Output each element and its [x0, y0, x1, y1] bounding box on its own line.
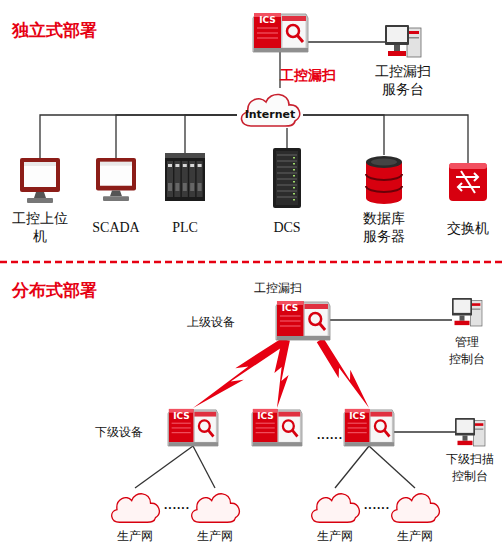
logo-text: ICS [254, 15, 281, 26]
connector-line [116, 115, 237, 158]
ellipsis-dots: ...... [317, 428, 343, 442]
section-divider [0, 261, 502, 264]
node-label: Internet [237, 108, 303, 121]
connector-line [369, 446, 415, 488]
node-label: 生产网 [100, 528, 170, 545]
node-label: DCS [252, 220, 322, 236]
connector-line [335, 446, 369, 488]
console-computer: 下级扫描 控制台 [455, 418, 485, 446]
lower-scanner-device: ICS [344, 408, 394, 446]
connector-line [303, 115, 384, 155]
node-label: 生产网 [180, 528, 250, 545]
connector-line [303, 115, 468, 163]
production-cloud: 生产网 [308, 488, 362, 524]
connector-line [308, 41, 385, 42]
section-heading: 分布式部署 [12, 279, 97, 302]
connector-line [193, 446, 215, 488]
connector-line [185, 115, 237, 153]
pc-icon [385, 25, 421, 57]
network-switch: 交换机 [449, 163, 487, 201]
connector-line [40, 115, 237, 158]
console-computer: 管理 控制台 [452, 298, 482, 326]
plc-unit: PLC [165, 153, 205, 201]
tier-label: 上级设备 [187, 314, 235, 331]
connector-line [286, 128, 287, 148]
section-heading: 独立式部署 [12, 19, 97, 42]
ellipsis-dots: ...... [164, 498, 190, 512]
internet-cloud: Internet [237, 88, 303, 128]
plc-icon [165, 153, 205, 201]
database-server: 数据库 服务器 [366, 155, 402, 205]
scada-monitor: SCADA [96, 158, 136, 202]
node-label: 生产网 [380, 528, 450, 545]
cloudp-icon [388, 488, 442, 524]
node-label: PLC [150, 220, 220, 236]
connector-line [135, 446, 193, 488]
cloudp-icon [108, 488, 162, 524]
wireless-link [274, 340, 290, 409]
upper-scanner-device: 工控漏扫ICS [276, 300, 330, 340]
cloudp-icon [308, 488, 362, 524]
db-icon [366, 155, 402, 205]
logo-text: ICS [253, 411, 278, 422]
connector-line [394, 431, 455, 432]
production-cloud: 生产网 [188, 488, 242, 524]
connector-line [330, 319, 452, 320]
wireless-link [317, 338, 369, 408]
lower-scanner-device: ICS [168, 408, 218, 446]
production-cloud: 生产网 [108, 488, 162, 524]
node-label: SCADA [81, 220, 151, 236]
node-label: 工控漏扫 服务台 [368, 63, 438, 99]
console-computer: 工控漏扫 服务台 [385, 25, 421, 57]
wireless-link [193, 337, 288, 408]
host-monitor: 工控上位 机 [20, 158, 60, 204]
logo-text: ICS [345, 411, 370, 422]
ellipsis-dots: ...... [364, 498, 390, 512]
node-label: 交换机 [433, 220, 502, 238]
monitor-icon [96, 158, 136, 202]
dcs-rack: DCS [273, 148, 301, 208]
node-label: 数据库 服务器 [349, 210, 419, 246]
logo-text: ICS [277, 303, 303, 314]
production-cloud: 生产网 [388, 488, 442, 524]
rack-icon [273, 148, 301, 208]
scanner-device: ICS工控漏扫 [253, 12, 308, 52]
node-label: 管理 控制台 [442, 334, 492, 368]
node-label: 下级扫描 控制台 [442, 451, 498, 485]
cloudp-icon [188, 488, 242, 524]
node-label: 工控上位 机 [5, 210, 75, 246]
pc-icon [455, 418, 485, 446]
monitor-icon [20, 158, 60, 204]
node-label: 工控漏扫 [280, 67, 360, 85]
pc-icon [452, 298, 482, 326]
sw-icon [449, 163, 487, 201]
logo-text: ICS [169, 411, 194, 422]
lower-scanner-device: ICS [252, 408, 302, 446]
node-label: 工控漏扫 [254, 280, 314, 297]
tier-label: 下级设备 [95, 424, 143, 441]
node-label: 生产网 [300, 528, 370, 545]
